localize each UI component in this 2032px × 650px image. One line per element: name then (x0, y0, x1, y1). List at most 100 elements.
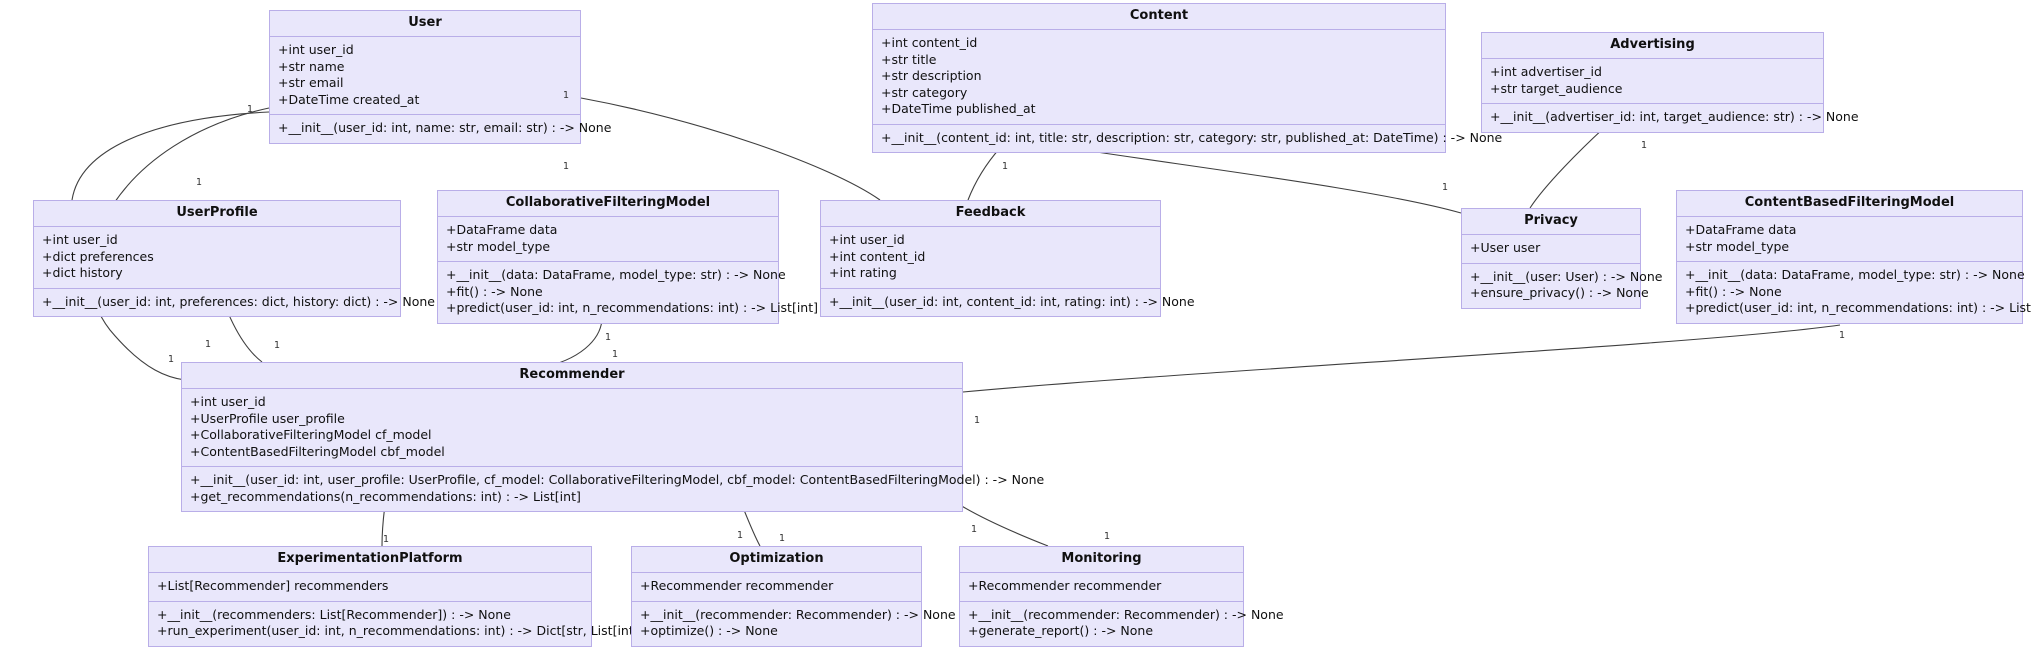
uml-attribute-row: +str description (881, 68, 982, 83)
uml-attribute-row: +DateTime created_at (278, 91, 420, 107)
uml-method-row: +__init__(data: DataFrame, model_type: s… (1685, 267, 2025, 282)
uml-method-row: +fit() : -> None (446, 283, 543, 299)
uml-class-optimization[interactable]: Optimization +Recommender recommender +__i… (631, 546, 956, 647)
uml-attribute-row: +int content_id (829, 248, 926, 264)
uml-method-compartment: +__init__(data: DataFrame, model_type: s… (1677, 262, 2032, 323)
uml-attribute-row: +int advertiser_id (1490, 64, 1602, 79)
uml-class-monitoring[interactable]: Monitoring +Recommender recommender +__ini… (959, 546, 1284, 647)
multiplicity-label: 1 (779, 533, 786, 544)
uml-class-userprofile[interactable]: UserProfile+int user_id+dict preferences… (33, 200, 435, 317)
multiplicity-label: 1 (605, 332, 612, 343)
uml-class-privacy[interactable]: Privacy +User user +__init__(user: User) :… (1461, 208, 1663, 309)
uml-class-title: Monitoring (960, 547, 1243, 573)
uml-class-title: CollaborativeFilteringModel (438, 191, 778, 217)
uml-method-compartment: +__init__(recommender: Recommender) : ->… (632, 602, 956, 646)
multiplicity-label: 1 (737, 530, 744, 541)
uml-method-row: +predict(user_id: int, n_recommendations… (1685, 300, 2032, 315)
uml-attribute-row: +str name (278, 58, 345, 74)
uml-method-compartment: +__init__(content_id: int, title: str, d… (873, 125, 1502, 153)
uml-attribute-row: +dict history (42, 265, 123, 280)
uml-attribute-row: +DataFrame data (1685, 222, 1797, 237)
uml-attribute-row: +int rating (829, 265, 897, 280)
multiplicity-label: 1 (971, 524, 978, 535)
uml-class-title: Advertising (1482, 33, 1823, 59)
uml-method-row: +ensure_privacy() : -> None (1470, 285, 1649, 300)
uml-method-row: +get_recommendations(n_recommendations: … (190, 488, 581, 504)
uml-attribute-row: +dict preferences (42, 248, 154, 264)
uml-method-row: +generate_report() : -> None (968, 623, 1154, 638)
uml-attribute-row: +int user_id (829, 232, 905, 247)
uml-attribute-compartment: +Recommender recommender (960, 573, 1243, 602)
uml-attribute-row: +int user_id (190, 394, 266, 409)
uml-class-title: ContentBasedFilteringModel (1677, 191, 2022, 217)
uml-class-user[interactable]: User+int user_id+str name+str email+Date… (269, 10, 611, 144)
uml-attribute-compartment: +int user_id+dict preferences+dict histo… (34, 227, 400, 289)
uml-class-title: UserProfile (34, 201, 400, 227)
multiplicity-label: 1 (1839, 330, 1846, 341)
uml-attribute-row: +UserProfile user_profile (190, 410, 345, 426)
uml-method-row: +__init__(user_id: int, content_id: int,… (829, 293, 1195, 309)
uml-attribute-compartment: +int user_id+UserProfile user_profile+Co… (182, 389, 962, 467)
uml-attribute-compartment: +int user_id+str name+str email+DateTime… (270, 37, 580, 115)
multiplicity-label: 1 (274, 340, 281, 351)
uml-attribute-row: +str email (278, 75, 344, 90)
uml-attribute-compartment: +DataFrame data+str model_type (1677, 217, 2022, 262)
uml-class-cbfmodel[interactable]: ContentBasedFilteringModel+DataFrame dat… (1676, 190, 2032, 324)
multiplicity-label: 1 (1104, 531, 1111, 542)
uml-method-compartment: +__init__(recommender: Recommender) : ->… (960, 602, 1284, 646)
uml-method-compartment: +__init__(user_id: int, name: str, email… (270, 115, 611, 143)
uml-method-row: +run_experiment(user_id: int, n_recommen… (157, 623, 644, 638)
multiplicity-label: 1 (974, 415, 981, 426)
uml-method-compartment: +__init__(user: User) : -> None+ensure_p… (1462, 264, 1663, 308)
uml-class-feedback[interactable]: Feedback+int user_id+int content_id+int … (820, 200, 1195, 317)
uml-method-row: +__init__(advertiser_id: int, target_aud… (1490, 109, 1859, 124)
uml-class-content[interactable]: Content+int content_id+str title+str des… (872, 3, 1502, 153)
uml-attribute-row: +str category (881, 84, 968, 100)
uml-attribute-row: +Recommender recommender (968, 578, 1162, 593)
uml-attribute-row: +Recommender recommender (640, 578, 834, 593)
uml-attribute-compartment: +List[Recommender] recommenders (149, 573, 591, 602)
association-edge (1529, 126, 1606, 209)
uml-attribute-row: +User user (1470, 240, 1541, 255)
uml-attribute-row: +List[Recommender] recommenders (157, 578, 389, 593)
uml-attribute-compartment: +int content_id+str title+str descriptio… (873, 30, 1445, 125)
uml-attribute-row: +int user_id (42, 232, 118, 247)
uml-method-row: +__init__(user: User) : -> None (1470, 268, 1663, 284)
uml-class-recommender[interactable]: Recommender+int user_id+UserProfile user… (181, 362, 1045, 512)
association-edge (962, 324, 1841, 393)
uml-attribute-compartment: +DataFrame data+str model_type (438, 217, 778, 262)
uml-attribute-compartment: +Recommender recommender (632, 573, 921, 602)
uml-class-advertising[interactable]: Advertising+int advertiser_id+str target… (1481, 32, 1859, 133)
multiplicity-label: 1 (563, 90, 570, 101)
uml-class-title: ExperimentationPlatform (149, 547, 591, 573)
uml-method-row: +__init__(recommenders: List[Recommender… (157, 606, 511, 622)
multiplicity-label: 1 (1641, 140, 1648, 151)
uml-class-title: Recommender (182, 363, 962, 389)
multiplicity-label: 1 (383, 534, 390, 545)
multiplicity-label: 1 (1442, 182, 1449, 193)
association-edge (967, 147, 1001, 201)
multiplicity-label: 1 (612, 349, 619, 360)
uml-attribute-row: +int user_id (278, 42, 354, 57)
uml-method-row: +fit() : -> None (1685, 283, 1782, 299)
multiplicity-label: 1 (168, 354, 175, 365)
uml-method-row: +__init__(user_id: int, preferences: dic… (42, 293, 435, 309)
uml-method-row: +optimize() : -> None (640, 623, 778, 638)
uml-attribute-compartment: +int user_id+int content_id+int rating (821, 227, 1160, 289)
uml-method-row: +__init__(user_id: int, user_profile: Us… (190, 472, 1045, 487)
uml-method-compartment: +__init__(advertiser_id: int, target_aud… (1482, 104, 1859, 132)
uml-class-cfmodel[interactable]: CollaborativeFilteringModel+DataFrame da… (437, 190, 819, 324)
uml-method-compartment: +__init__(recommenders: List[Recommender… (149, 602, 644, 646)
uml-class-title: User (270, 11, 580, 37)
uml-class-experimentation[interactable]: ExperimentationPlatform +List[Recommender… (148, 546, 644, 647)
uml-class-title: Privacy (1462, 209, 1640, 235)
uml-method-row: +predict(user_id: int, n_recommendations… (446, 300, 819, 315)
association-edge (71, 111, 270, 201)
uml-method-compartment: +__init__(user_id: int, user_profile: Us… (182, 467, 1045, 511)
uml-attribute-compartment: +int advertiser_id+str target_audience (1482, 59, 1823, 104)
uml-class-title: Feedback (821, 201, 1160, 227)
multiplicity-label: 1 (196, 177, 203, 188)
uml-attribute-row: +DateTime published_at (881, 101, 1036, 116)
uml-class-title: Optimization (632, 547, 921, 573)
